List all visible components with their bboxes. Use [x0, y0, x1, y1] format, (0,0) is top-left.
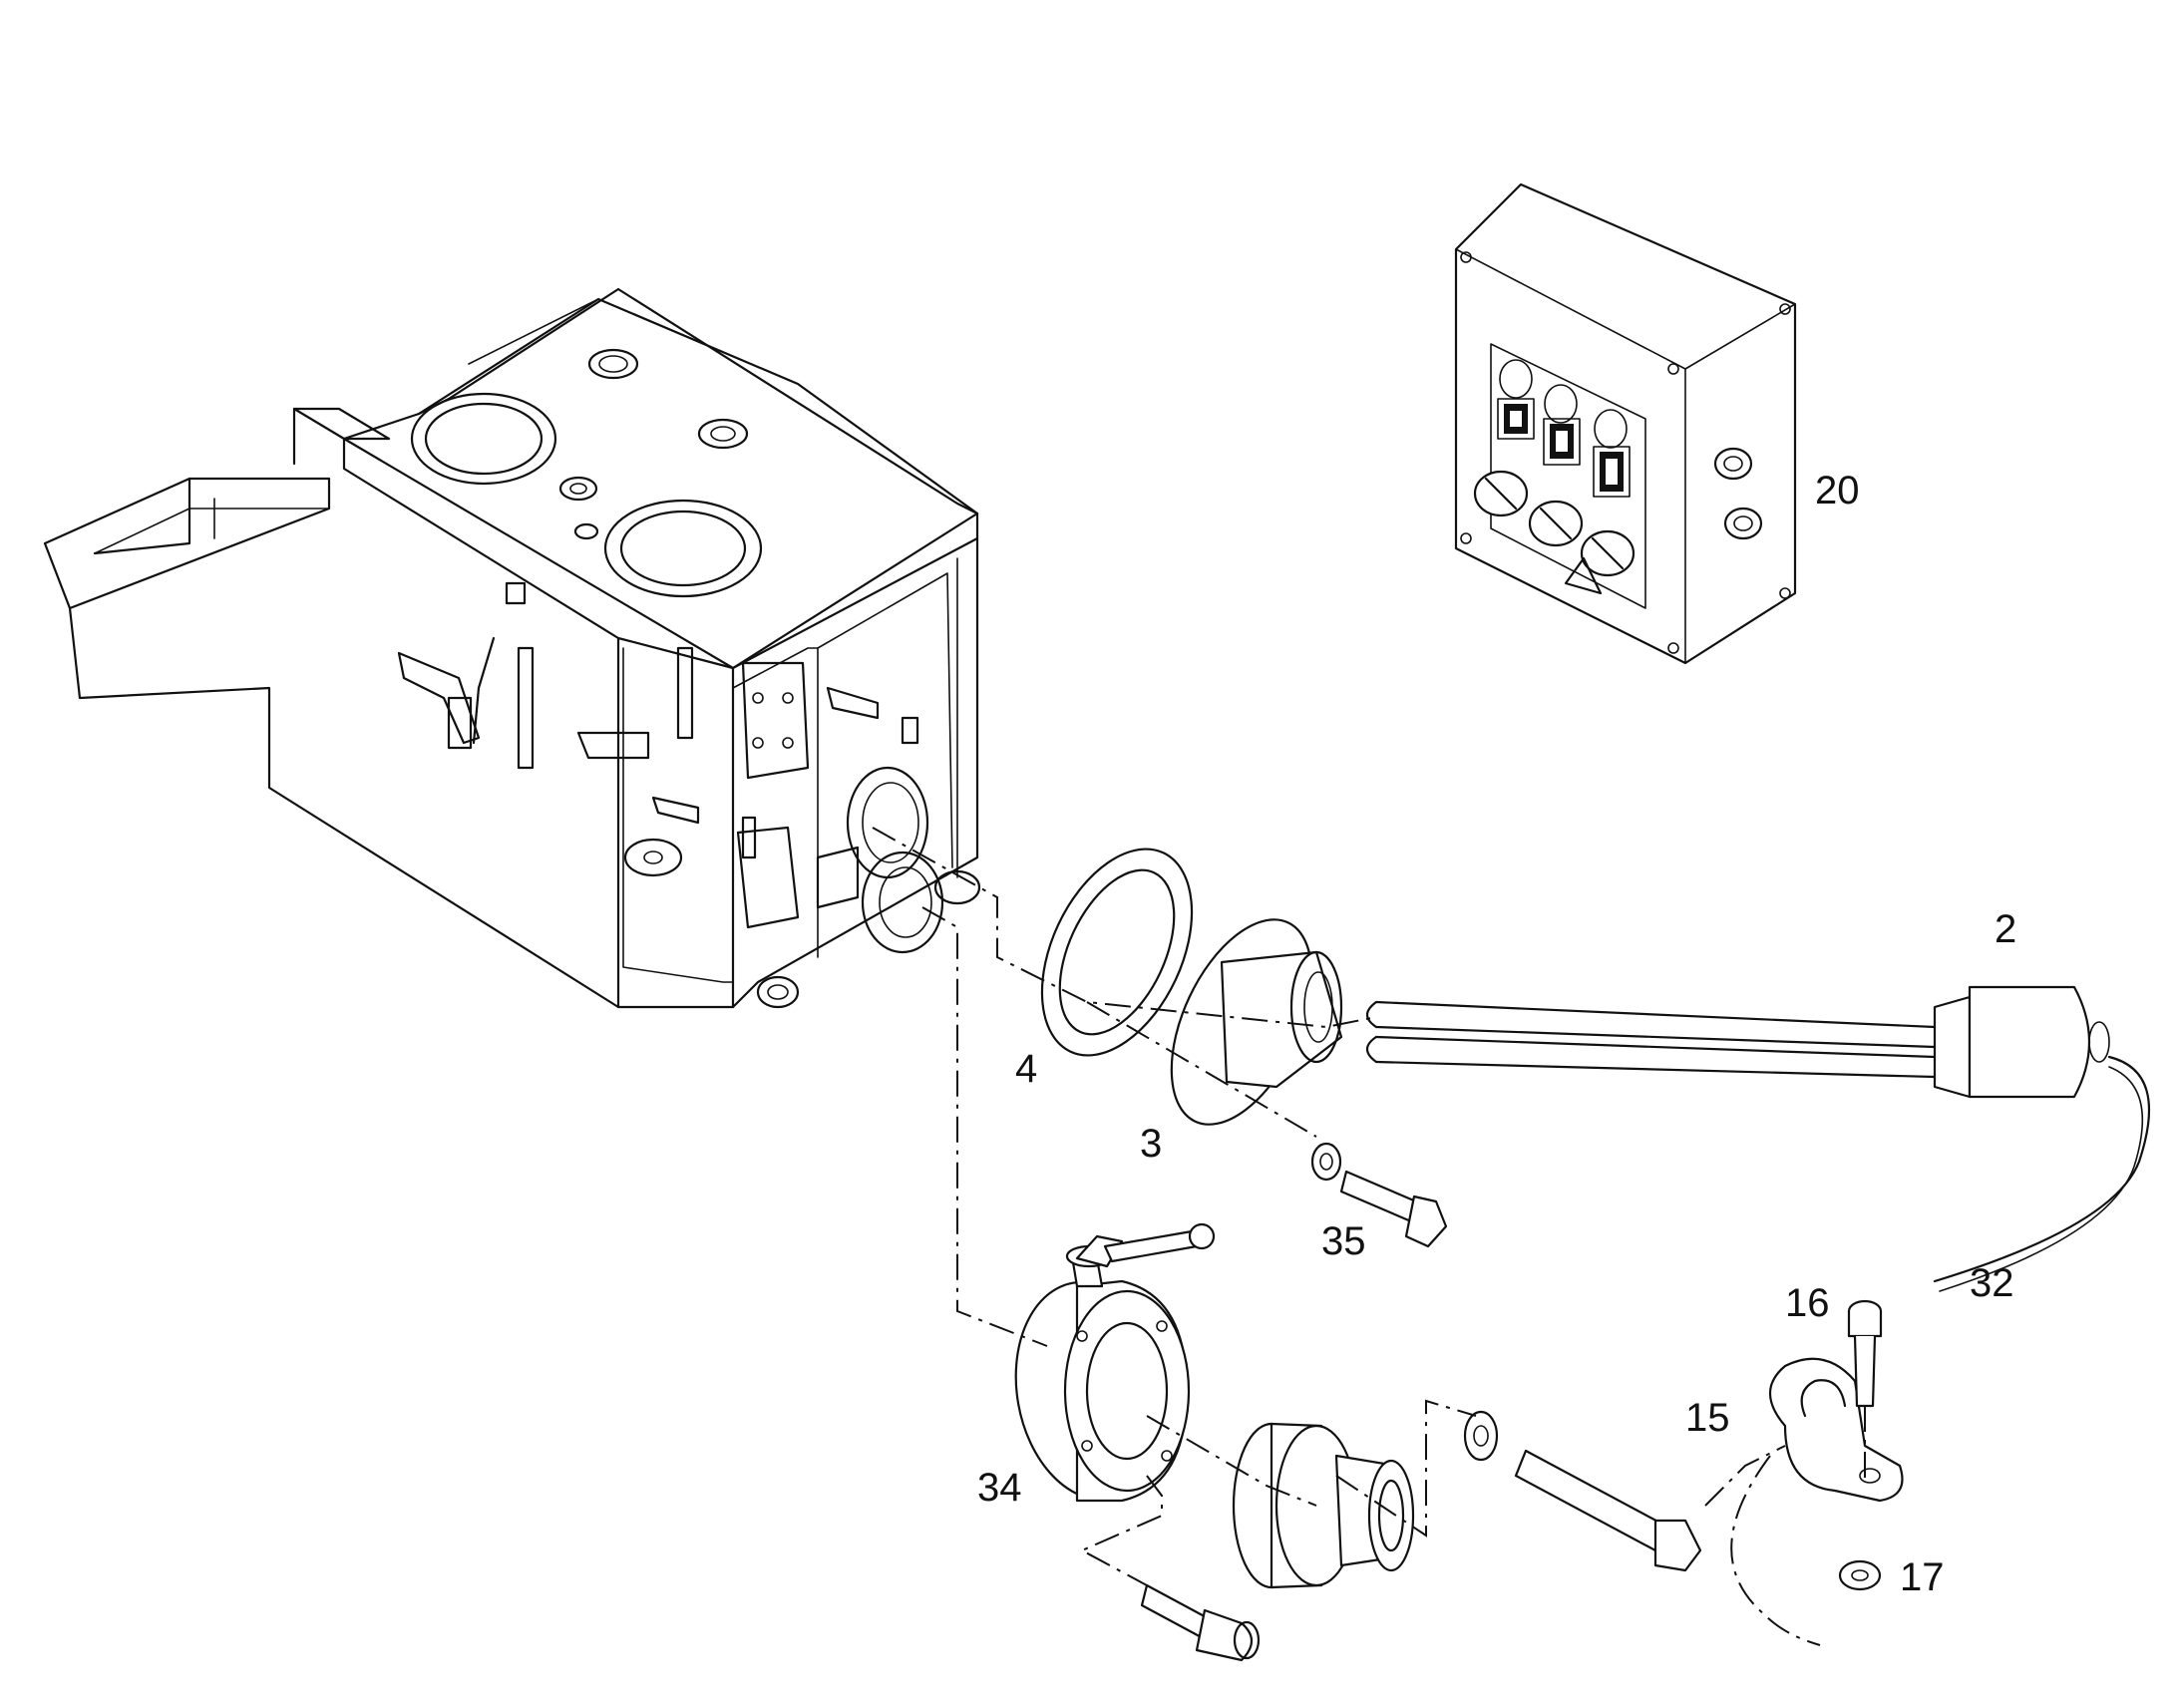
- control-knob: [1473, 470, 1529, 517]
- control-box: [1454, 182, 1797, 665]
- assembly-center-lines: [872, 827, 1866, 1646]
- callout-34: 34: [977, 1466, 1022, 1510]
- socket-head-bolt: [1140, 1583, 1261, 1662]
- tank-housing: [43, 287, 981, 1009]
- callout-2: 2: [1995, 907, 2016, 951]
- butterfly-valve: [1014, 1222, 1216, 1503]
- callout-16: 16: [1785, 1281, 1830, 1325]
- callout-3: 3: [1140, 1122, 1162, 1166]
- callout-15: 15: [1685, 1396, 1730, 1440]
- hex-bolt: [1514, 1449, 1702, 1572]
- heater-cable: [1933, 1055, 2151, 1283]
- control-knob: [1528, 500, 1584, 547]
- immersion-heater: [1365, 985, 2110, 1099]
- callout-4: 4: [1015, 1047, 1037, 1091]
- cable-clamp: [1769, 1357, 1904, 1503]
- washer: [1838, 1559, 1882, 1591]
- washer: [1310, 1142, 1342, 1182]
- callout-labels: 2 20 4 3 35 32 16 15 17 34: [977, 469, 2016, 1599]
- flange-gasket: [1040, 848, 1194, 1057]
- pipe-adapter: [1232, 1422, 1415, 1589]
- callout-17: 17: [1900, 1555, 1945, 1599]
- washer: [1463, 1410, 1499, 1462]
- callout-35: 35: [1321, 1219, 1366, 1263]
- callout-32: 32: [1970, 1261, 2014, 1305]
- callout-20: 20: [1815, 469, 1860, 512]
- hex-bolt: [1339, 1170, 1448, 1248]
- control-knob: [1580, 529, 1635, 577]
